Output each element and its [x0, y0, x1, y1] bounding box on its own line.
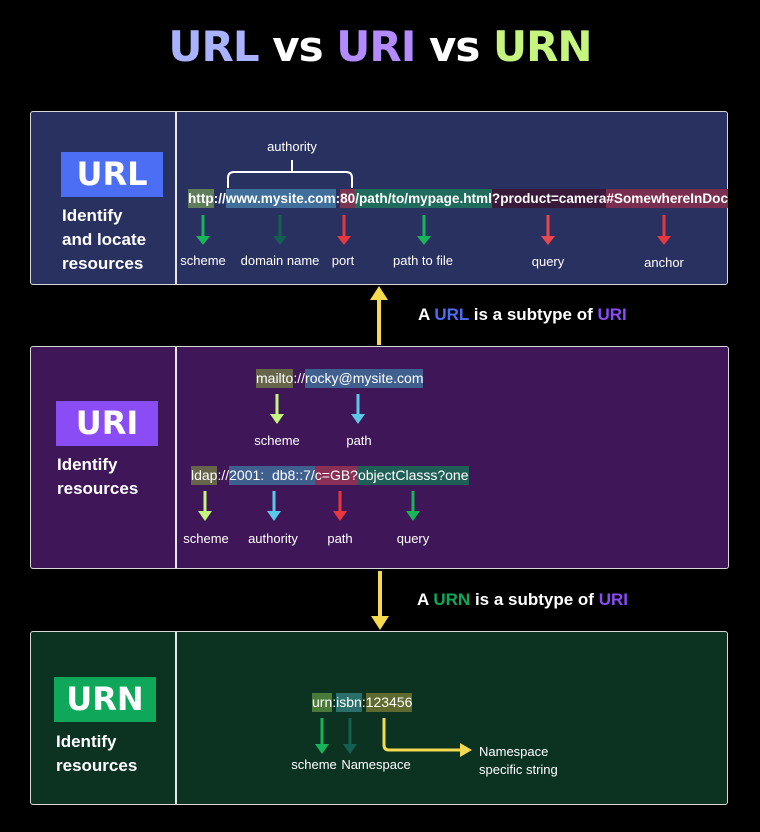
title-url: URL — [168, 22, 259, 71]
title-uri: URI — [336, 22, 416, 71]
uri-badge: URI — [56, 401, 158, 446]
url-arrows — [196, 215, 671, 245]
urn-arrows — [315, 718, 472, 757]
url-segment: 2001: db8::7/ — [229, 466, 315, 485]
label-namespace: Namespace — [341, 757, 411, 772]
divider — [175, 112, 177, 284]
url-segment: http — [188, 189, 214, 208]
url-badge: URL — [61, 152, 163, 197]
url-segment: :// — [293, 370, 306, 386]
url-segment: : — [361, 694, 366, 710]
url-segment: ?product=camera — [491, 189, 607, 208]
label-query: query — [531, 254, 565, 269]
label-domain-name: domain name — [240, 253, 320, 268]
uri-arrows — [198, 394, 420, 521]
title-urn: URN — [492, 22, 593, 71]
urn-badge: URN — [54, 677, 156, 722]
url-segment: #SomewhereInDoc — [606, 189, 729, 208]
label-anchor: anchor — [644, 255, 684, 270]
url-segment: 80 — [340, 189, 356, 208]
ldap-example: ldap://2001: db8::7/c=GB?objectClasss?on… — [191, 466, 469, 485]
label-scheme: scheme — [183, 531, 229, 546]
urn-subtype-note: A URN is a subtype of URI — [417, 590, 628, 609]
url-example: http://www.mysite.com:80/path/to/mypage.… — [188, 189, 729, 208]
arrow-down-icon — [315, 718, 472, 757]
arrow-up-icon — [370, 286, 388, 345]
arrow-down-icon — [198, 394, 420, 521]
title-vs: vs — [258, 22, 337, 71]
label-scheme: scheme — [254, 433, 300, 448]
url-segment: : — [332, 694, 337, 710]
url-segment: rocky@mysite.com — [305, 369, 424, 388]
url-segment: : — [335, 191, 341, 206]
url-segment: ldap — [191, 466, 218, 485]
urn-example: urn:isbn:123456 — [312, 693, 413, 712]
page-title: URL vs URI vs URN — [0, 22, 760, 71]
url-segment: isbn — [336, 693, 362, 712]
authority-label: authority — [267, 139, 317, 154]
label-scheme: scheme — [291, 757, 337, 772]
divider — [175, 347, 177, 568]
label-path: path — [346, 433, 372, 448]
label-port: port — [331, 253, 355, 268]
label-authority: authority — [248, 531, 298, 546]
url-segment: :// — [217, 467, 230, 483]
label-scheme: scheme — [180, 253, 226, 268]
divider — [175, 632, 177, 804]
label-path-to-file: path to file — [393, 253, 453, 268]
url-segment: c=GB? — [314, 466, 358, 485]
url-segment: objectClasss?one — [357, 466, 469, 485]
url-segment: www.mysite.com — [225, 189, 336, 208]
url-segment: mailto — [256, 369, 294, 388]
arrow-down-icon — [371, 571, 389, 630]
label-path: path — [327, 531, 353, 546]
url-segment: /path/to/mypage.html — [355, 189, 492, 208]
url-segment: urn — [312, 693, 333, 712]
title-vs: vs — [415, 22, 493, 71]
authority-brace — [227, 160, 353, 188]
mailto-example: mailto://rocky@mysite.com — [256, 369, 424, 388]
arrow-down-icon — [196, 215, 671, 245]
label-query: query — [396, 531, 430, 546]
url-segment: :// — [213, 191, 226, 206]
url-segment: 123456 — [365, 693, 413, 712]
url-subtype-note: A URL is a subtype of URI — [418, 305, 627, 324]
